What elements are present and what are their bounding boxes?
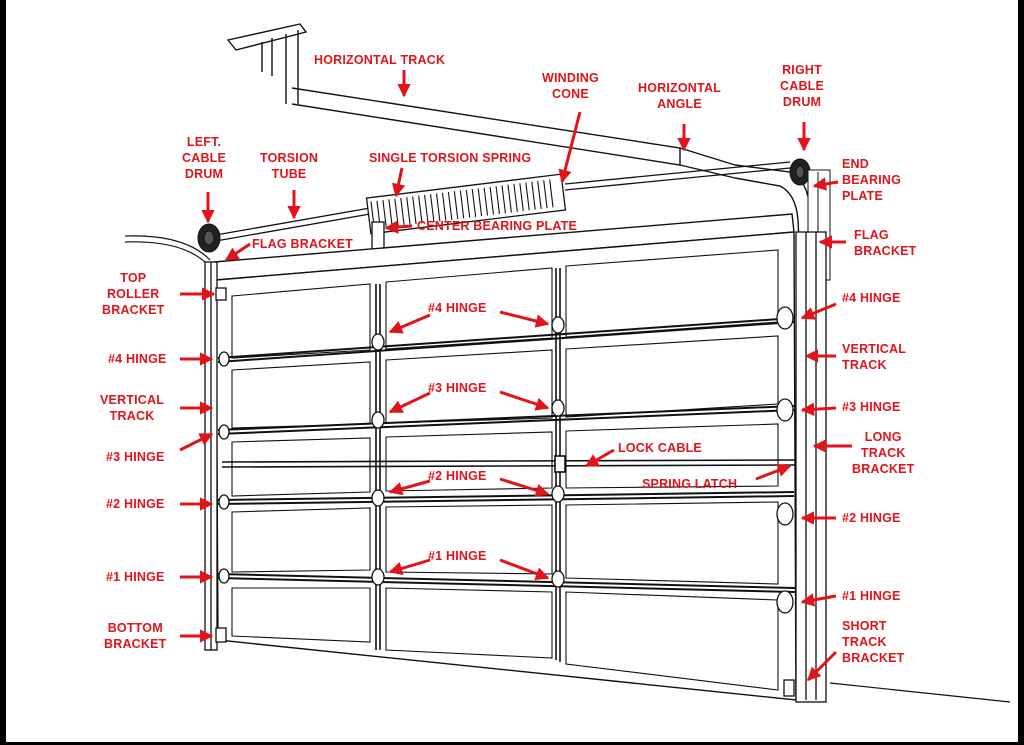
label-torsion-tube: TORSION TUBE	[260, 151, 319, 181]
label-hinge2-right: #2 HINGE	[842, 511, 901, 525]
label-hinge4-right: #4 HINGE	[842, 291, 901, 305]
label-lock-cable: LOCK CABLE	[618, 441, 702, 455]
label-hinge4-center: #4 HINGE	[428, 301, 487, 315]
label-single-torsion-spring: SINGLE TORSION SPRING	[369, 151, 532, 165]
diagram-canvas: HORIZONTAL TRACK WINDING CONE HORIZONTAL…	[6, 0, 1018, 742]
wall-lines	[124, 235, 1011, 703]
label-vertical-track-left: VERTICAL TRACK	[100, 393, 165, 423]
label-end-bearing-plate: END BEARING PLATE	[842, 157, 902, 203]
label-bottom-bracket: BOTTOM BRACKET	[104, 621, 167, 651]
label-hinge3-left: #3 HINGE	[106, 450, 165, 464]
label-hinge1-right: #1 HINGE	[842, 589, 901, 603]
label-hinge3-center: #3 HINGE	[428, 381, 487, 395]
label-hinge2-center: #2 HINGE	[428, 469, 487, 483]
label-vertical-track-right: VERTICAL TRACK	[842, 342, 907, 372]
label-top-roller-bracket: TOP ROLLER BRACKET	[102, 271, 165, 317]
pointer-arrows	[179, 70, 852, 682]
label-horizontal-track: HORIZONTAL TRACK	[314, 53, 446, 67]
label-hinge3-right: #3 HINGE	[842, 400, 901, 414]
garage-door-drawing	[124, 23, 1011, 703]
lock-cable-bar	[221, 455, 797, 473]
label-flag-bracket-right: FLAG BRACKET	[854, 228, 917, 258]
label-hinge1-left: #1 HINGE	[106, 570, 165, 584]
torsion-assembly	[209, 161, 791, 257]
label-hinge1-center: #1 HINGE	[428, 549, 487, 563]
label-hinge2-left: #2 HINGE	[106, 497, 165, 511]
label-long-track-bracket: LONG TRACK BRACKET	[852, 430, 915, 476]
label-right-cable-drum: RIGHT CABLE DRUM	[780, 63, 825, 109]
label-spring-latch: SPRING LATCH	[642, 477, 738, 491]
label-hinge4-left: #4 HINGE	[108, 352, 167, 366]
label-winding-cone: WINDING CONE	[542, 71, 599, 101]
label-short-track-bracket: SHORT TRACK BRACKET	[842, 619, 905, 665]
label-left-cable-drum: LEFT. CABLE DRUM	[182, 135, 227, 181]
label-horizontal-angle: HORIZONTAL ANGLE	[638, 81, 722, 111]
label-flag-bracket-left: FLAG BRACKET	[252, 237, 354, 251]
label-center-bearing-plate: CENTER BEARING PLATE	[417, 219, 578, 233]
hinge-rollers	[215, 287, 795, 697]
